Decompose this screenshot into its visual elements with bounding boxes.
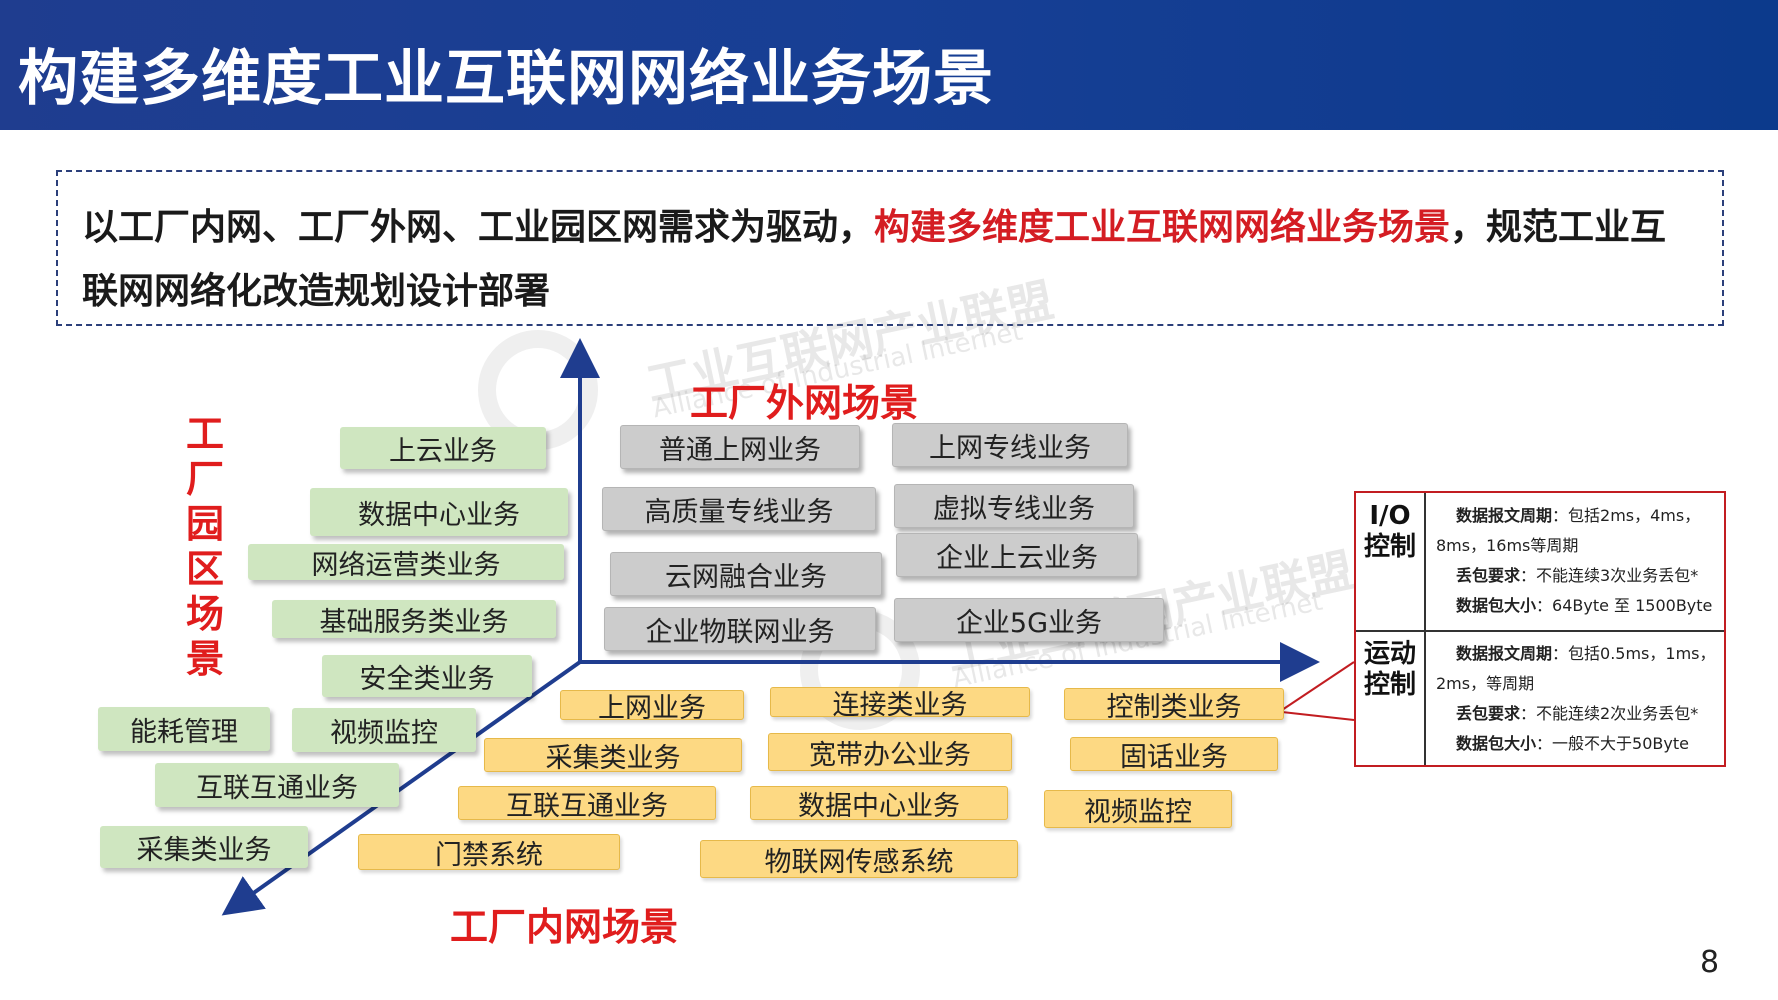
inner-item: 采集类业务 [484, 738, 742, 774]
intro-text: 以工厂内网、工厂外网、工业园区网需求为驱动，构建多维度工业互联网网络业务场景，规… [82, 196, 1702, 324]
page-title: 构建多维度工业互联网网络业务场景 [18, 44, 994, 114]
park-item: 安全类业务 [322, 655, 532, 697]
park-item: 采集类业务 [100, 826, 308, 868]
callout-line-motion [1281, 711, 1355, 721]
io-control-specs: 数据报文周期：包括2ms，4ms， 8ms，16ms等周期 丢包要求：不能连续3… [1436, 501, 1722, 621]
motion-size-line: 数据包大小：一般不大于50Byte [1436, 729, 1722, 759]
motion-control-specs: 数据报文周期：包括0.5ms，1ms， 2ms，等周期 丢包要求：不能连续2次业… [1436, 639, 1722, 759]
motion-loss-label: 丢包要求 [1456, 704, 1521, 723]
park-item: 能耗管理 [98, 707, 270, 751]
io-size-value: ：64Byte 至 1500Byte [1536, 596, 1713, 615]
title-bar: 构建多维度工业互联网网络业务场景 [0, 0, 1778, 130]
outer-item: 普通上网业务 [620, 425, 860, 469]
io-size-label: 数据包大小 [1456, 596, 1537, 615]
motion-period-line-2: 2ms，等周期 [1436, 674, 1535, 693]
io-loss-label: 丢包要求 [1456, 566, 1521, 585]
io-period-line: 数据报文周期：包括2ms，4ms， [1436, 501, 1722, 531]
inner-item: 门禁系统 [358, 834, 620, 871]
panel-divider [1424, 493, 1426, 765]
park-network-title: 工厂园区场景 [185, 412, 224, 681]
motion-period-line: 数据报文周期：包括0.5ms，1ms， [1436, 639, 1722, 669]
park-item: 基础服务类业务 [272, 600, 556, 638]
inner-item: 控制类业务 [1064, 688, 1284, 723]
io-size-line: 数据包大小：64Byte 至 1500Byte [1436, 591, 1722, 621]
io-period-label: 数据报文周期 [1456, 506, 1553, 525]
inner-item: 上网业务 [560, 690, 744, 724]
park-item: 互联互通业务 [155, 763, 399, 807]
io-control-label: I/O控制 [1363, 501, 1416, 562]
intro-part1: 以工厂内网、工厂外网、工业园区网需求为驱动， [82, 207, 875, 248]
outer-item: 企业物联网业务 [604, 607, 876, 651]
park-item: 网络运营类业务 [248, 544, 564, 581]
motion-size-value: ：一般不大于50Byte [1536, 734, 1689, 753]
motion-loss-value: ：不能连续2次业务丢包* [1520, 704, 1699, 723]
inner-item: 数据中心业务 [750, 786, 1008, 822]
outer-item: 虚拟专线业务 [894, 484, 1134, 528]
intro-part2: ，规范工业互联网网络化改造规划设计部署 [82, 207, 1667, 312]
intro-highlight: 构建多维度工业互联网网络业务场景 [874, 207, 1451, 248]
outer-network-title: 工厂外网场景 [690, 381, 919, 425]
inner-item: 视频监控 [1044, 790, 1232, 828]
outer-item: 企业5G业务 [894, 598, 1164, 642]
callout-line-io [1281, 661, 1355, 711]
park-item: 视频监控 [292, 708, 476, 752]
motion-control-label: 运动控制 [1363, 639, 1416, 700]
outer-item: 云网融合业务 [610, 552, 882, 596]
park-item: 上云业务 [340, 427, 546, 469]
motion-period-label: 数据报文周期 [1456, 644, 1553, 663]
intro-box: 以工厂内网、工厂外网、工业园区网需求为驱动，构建多维度工业互联网网络业务场景，规… [56, 170, 1724, 326]
park-item: 数据中心业务 [310, 488, 568, 536]
inner-item: 宽带办公业务 [768, 733, 1012, 771]
io-period-line-2: 8ms，16ms等周期 [1436, 536, 1579, 555]
inner-item: 物联网传感系统 [700, 840, 1018, 878]
motion-loss-line: 丢包要求：不能连续2次业务丢包* [1436, 699, 1722, 729]
panel-divider [1356, 630, 1724, 632]
page-number: 8 [1700, 945, 1720, 980]
outer-item: 企业上云业务 [896, 533, 1138, 577]
inner-network-title: 工厂内网场景 [450, 905, 679, 949]
inner-item: 固话业务 [1070, 737, 1278, 773]
outer-item: 高质量专线业务 [602, 487, 876, 531]
inner-item: 连接类业务 [770, 687, 1030, 721]
inner-item: 互联互通业务 [458, 786, 716, 822]
motion-size-label: 数据包大小 [1456, 734, 1537, 753]
motion-period-value: ：包括0.5ms，1ms， [1552, 644, 1716, 663]
control-requirements-panel: I/O控制 数据报文周期：包括2ms，4ms， 8ms，16ms等周期 丢包要求… [1354, 491, 1726, 767]
io-loss-value: ：不能连续3次业务丢包* [1520, 566, 1699, 585]
io-loss-line: 丢包要求：不能连续3次业务丢包* [1436, 561, 1722, 591]
outer-item: 上网专线业务 [892, 423, 1128, 467]
io-period-value: ：包括2ms，4ms， [1552, 506, 1701, 525]
